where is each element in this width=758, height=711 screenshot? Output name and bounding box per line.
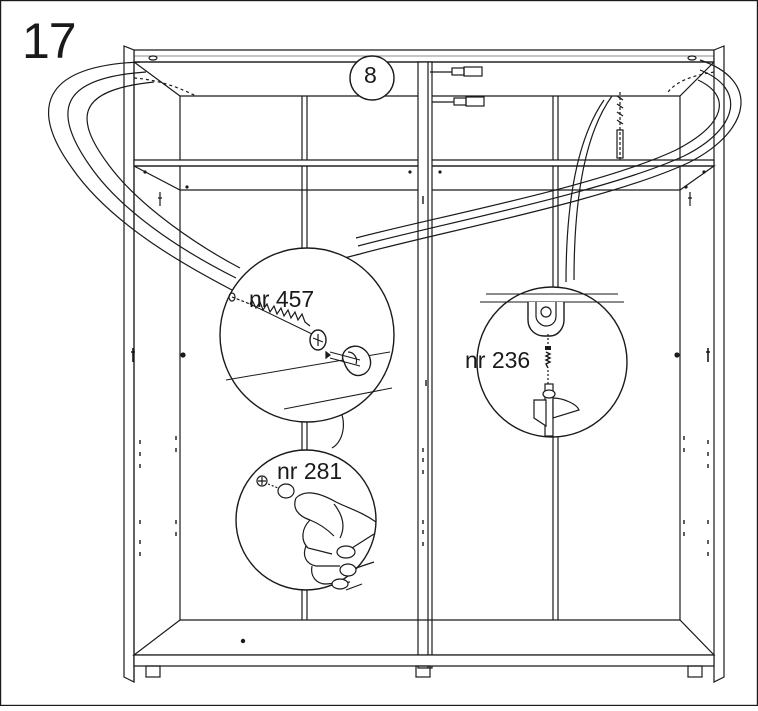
- cam-fitting-icon: [325, 345, 372, 377]
- zoom-circle-457: [219, 247, 395, 423]
- step-number: 17: [22, 13, 77, 69]
- quantity-badge-circle: [349, 55, 395, 101]
- direction-bands: [48, 59, 742, 449]
- screw-236-icon: [544, 334, 552, 384]
- left-side-panel: [123, 45, 135, 683]
- quantity-badge: 8: [364, 62, 377, 88]
- cap-screw-icon: [256, 475, 279, 489]
- zoom-circle-236: [476, 286, 628, 438]
- foot-right: [687, 665, 703, 678]
- wardrobe: [123, 45, 725, 683]
- screw-icon: [228, 292, 327, 351]
- rail-icon: [533, 383, 580, 437]
- top-screw: [616, 92, 624, 160]
- bottom-panel: [133, 654, 715, 667]
- hand-icon: [294, 492, 377, 591]
- top-dowels: [430, 66, 485, 107]
- shelf-underside: [133, 165, 716, 191]
- rail-bracket-icon: [527, 302, 565, 337]
- part-label-236: nr 236: [465, 347, 531, 373]
- cover-cap-icon: [277, 483, 295, 499]
- zoom-circle-281: [235, 449, 377, 591]
- right-side-panel: [713, 45, 725, 683]
- part-label-281: nr 281: [277, 458, 343, 484]
- foot-center: [415, 665, 431, 678]
- foot-left: [145, 665, 161, 678]
- part-label-457: nr 457: [249, 286, 315, 312]
- center-divider: [417, 61, 433, 669]
